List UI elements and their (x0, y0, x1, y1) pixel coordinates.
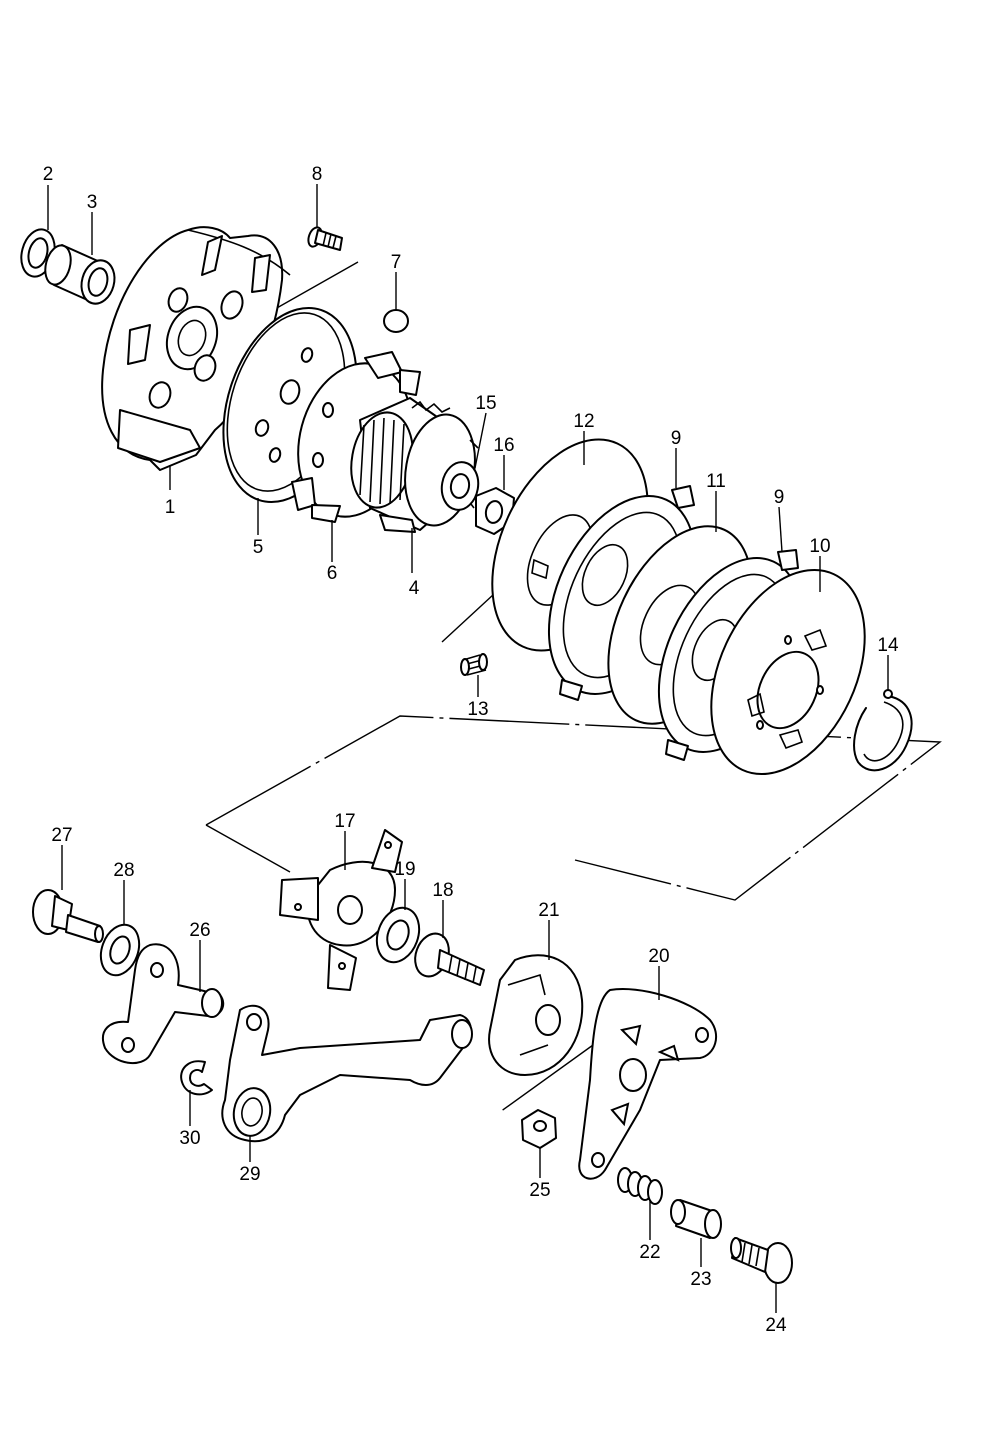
callout-1: 1 (165, 497, 176, 518)
callout-2: 2 (43, 164, 54, 185)
part-15-washer (440, 461, 480, 511)
part-27-bolt (32, 889, 104, 943)
part-25-nut (521, 1109, 557, 1149)
callout-6: 6 (327, 563, 338, 584)
part-13-spring (460, 653, 488, 676)
callout-30: 30 (179, 1128, 200, 1149)
callout-14: 14 (877, 635, 899, 656)
callout-7: 7 (391, 252, 402, 273)
callout-22: 22 (639, 1242, 660, 1263)
callout-9b: 9 (774, 487, 785, 508)
callout-8: 8 (312, 164, 323, 185)
part-17-cam-plate (279, 829, 403, 991)
part-3-bushing (44, 244, 116, 305)
callout-10: 10 (809, 536, 830, 557)
callout-25: 25 (529, 1180, 550, 1201)
callout-16: 16 (493, 435, 514, 456)
callout-23: 23 (690, 1269, 711, 1290)
part-24-bolt (730, 1237, 793, 1284)
callout-20: 20 (648, 946, 669, 967)
callout-12: 12 (573, 411, 594, 432)
callout-26: 26 (189, 920, 210, 941)
callout-11: 11 (706, 471, 726, 492)
part-30-e-clip (180, 1060, 213, 1096)
callout-19: 19 (394, 859, 415, 880)
callout-labels: 1 2 3 4 5 6 7 8 9 9 10 11 12 13 14 15 16… (43, 164, 899, 1336)
callout-13: 13 (467, 699, 488, 720)
leader-lines (47, 184, 889, 1313)
callout-29: 29 (239, 1164, 260, 1185)
part-21-release-cam (488, 954, 584, 1076)
callout-21: 21 (538, 900, 559, 921)
part-28-washer (99, 923, 141, 977)
callout-17: 17 (334, 811, 355, 832)
callout-27: 27 (51, 825, 72, 846)
callout-15: 15 (475, 393, 496, 414)
part-7-ball (383, 309, 409, 333)
part-1-clutch-housing (101, 226, 291, 471)
callout-28: 28 (113, 860, 134, 881)
part-22-spring (617, 1167, 663, 1205)
part-10-pressure-plate (710, 568, 866, 776)
part-4-clutch-hub (350, 397, 479, 533)
part-19-washer (375, 906, 421, 964)
part-29-arm (221, 1004, 473, 1143)
callout-5: 5 (253, 537, 264, 558)
part-20-bracket (578, 988, 718, 1180)
callout-24: 24 (765, 1315, 787, 1336)
part-18-bolt (414, 932, 485, 986)
callout-4: 4 (409, 578, 420, 599)
callout-3: 3 (87, 192, 98, 213)
callout-18: 18 (432, 880, 453, 901)
part-26-lever (102, 943, 225, 1064)
part-14-circlip (853, 689, 913, 772)
callout-9a: 9 (671, 428, 682, 449)
part-8-screw (307, 226, 343, 251)
part-23-collar (670, 1199, 722, 1239)
